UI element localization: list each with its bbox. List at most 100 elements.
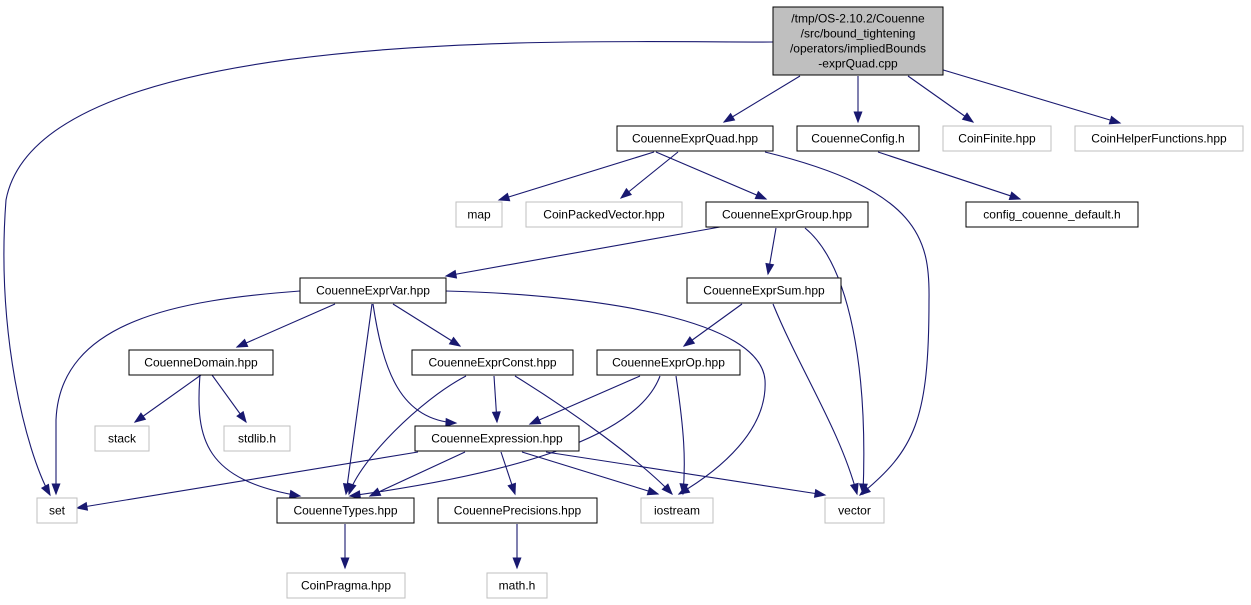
edge-line xyxy=(76,451,419,509)
arrowhead xyxy=(813,488,827,498)
node-precisions[interactable]: CouennePrecisions.hpp xyxy=(437,497,598,524)
arrowhead xyxy=(512,557,522,570)
edge-line xyxy=(655,151,767,200)
edge-expression-to-vector xyxy=(545,451,827,498)
arrowhead xyxy=(661,483,673,496)
node-box xyxy=(686,277,842,304)
node-label: CouenneExprQuad.hpp xyxy=(632,132,758,146)
edge-exprquad-to-coinpacked xyxy=(619,151,679,199)
arrowhead xyxy=(75,501,89,511)
node-exprvar[interactable]: CouenneExprVar.hpp xyxy=(299,277,447,304)
edge-line xyxy=(804,227,865,495)
arrowhead xyxy=(858,483,868,496)
node-exprsum[interactable]: CouenneExprSum.hpp xyxy=(686,277,842,304)
edge-line xyxy=(3,40,774,496)
node-label: CouennePrecisions.hpp xyxy=(454,504,582,518)
edge-exprgroup-to-vector xyxy=(804,227,868,496)
node-root[interactable]: /tmp/OS-2.10.2/Couenne/src/bound_tighten… xyxy=(772,6,944,76)
edge-line xyxy=(134,374,202,423)
node-configdefault[interactable]: config_couenne_default.h xyxy=(965,201,1139,228)
node-label: stdlib.h xyxy=(238,432,276,446)
arrowhead xyxy=(619,187,633,199)
arrowhead xyxy=(347,482,357,496)
edge-exprop-to-iostream xyxy=(675,375,689,496)
edge-root-to-exprquad xyxy=(722,75,801,123)
edge-types-to-coinpragma xyxy=(340,524,350,570)
node-exprop[interactable]: CouenneExprOp.hpp xyxy=(596,349,741,376)
arrowhead xyxy=(448,336,462,347)
node-box xyxy=(36,497,78,524)
edge-exprsum-to-vector xyxy=(772,303,859,496)
node-config[interactable]: CouenneConfig.h xyxy=(796,125,920,152)
edge-exprvar-to-types xyxy=(342,303,373,496)
node-box xyxy=(824,497,885,524)
edge-exprconst-to-types xyxy=(347,375,467,496)
node-exprquad[interactable]: CouenneExprQuad.hpp xyxy=(616,125,774,152)
arrowhead xyxy=(368,487,382,497)
edge-exprgroup-to-exprsum xyxy=(765,227,777,276)
edge-expression-to-types xyxy=(368,451,466,497)
arrowhead xyxy=(445,417,458,427)
arrowhead xyxy=(1108,115,1122,125)
edge-exprquad-to-map xyxy=(497,151,655,202)
edge-line xyxy=(445,290,766,495)
edge-line xyxy=(939,68,1121,124)
edge-domain-to-types xyxy=(198,374,302,499)
node-exprgroup[interactable]: CouenneExprGroup.hpp xyxy=(705,201,869,228)
node-label: map xyxy=(467,208,491,222)
edge-root-to-coinfinite xyxy=(907,75,975,123)
edge-line xyxy=(723,75,801,123)
node-box xyxy=(128,349,274,376)
node-exprconst[interactable]: CouenneExprConst.hpp xyxy=(411,349,574,376)
arrowhead xyxy=(961,112,975,123)
node-label: CouenneTypes.hpp xyxy=(293,504,397,518)
arrowhead xyxy=(1008,191,1022,200)
node-label: CoinHelperFunctions.hpp xyxy=(1091,132,1227,146)
node-box xyxy=(942,125,1052,152)
node-box xyxy=(525,201,683,228)
node-box xyxy=(640,497,714,524)
arrowhead xyxy=(497,192,511,202)
edge-exprquad-to-exprgroup xyxy=(655,151,768,200)
edge-exprvar-to-set xyxy=(51,290,301,496)
edge-expression-to-set xyxy=(75,451,419,511)
edge-line xyxy=(545,451,826,496)
node-iostream: iostream xyxy=(640,497,714,524)
arrowhead xyxy=(679,483,689,496)
edge-exprvar-to-exprconst xyxy=(392,303,462,347)
node-domain[interactable]: CouenneDomain.hpp xyxy=(128,349,274,376)
node-box xyxy=(223,425,291,452)
node-vector: vector xyxy=(824,497,885,524)
edge-exprsum-to-exprop xyxy=(682,303,743,347)
nodes-layer: /tmp/OS-2.10.2/Couenne/src/bound_tighten… xyxy=(36,6,1244,599)
edge-expression-to-precisions xyxy=(500,451,516,496)
edge-line xyxy=(521,451,659,495)
edge-exprconst-to-expression xyxy=(491,375,501,424)
arrowhead xyxy=(682,336,696,347)
node-label: CoinFinite.hpp xyxy=(958,132,1036,146)
edge-expression-to-iostream xyxy=(521,451,660,496)
node-mathh: math.h xyxy=(486,572,548,599)
edge-line xyxy=(498,151,655,201)
node-box xyxy=(286,572,406,599)
node-label: /src/bound_tightening xyxy=(801,27,916,41)
edge-line xyxy=(514,375,673,495)
node-label: CouenneExprGroup.hpp xyxy=(722,208,852,222)
node-label: iostream xyxy=(654,504,700,518)
node-label: -exprQuad.cpp xyxy=(818,57,898,71)
edge-line xyxy=(345,303,373,495)
edge-exprvar-to-expression xyxy=(372,303,458,427)
node-box xyxy=(94,425,150,452)
node-label: CouenneExprOp.hpp xyxy=(612,356,725,370)
node-coinpacked: CoinPackedVector.hpp xyxy=(525,201,683,228)
node-types[interactable]: CouenneTypes.hpp xyxy=(276,497,415,524)
node-expression[interactable]: CouenneExpression.hpp xyxy=(414,425,580,452)
arrowhead xyxy=(235,338,249,348)
node-label: vector xyxy=(838,504,871,518)
edge-line xyxy=(348,375,467,495)
node-label: /operators/impliedBounds xyxy=(790,42,926,56)
arrowhead xyxy=(444,269,458,279)
arrowhead xyxy=(754,190,768,200)
node-box xyxy=(796,125,920,152)
